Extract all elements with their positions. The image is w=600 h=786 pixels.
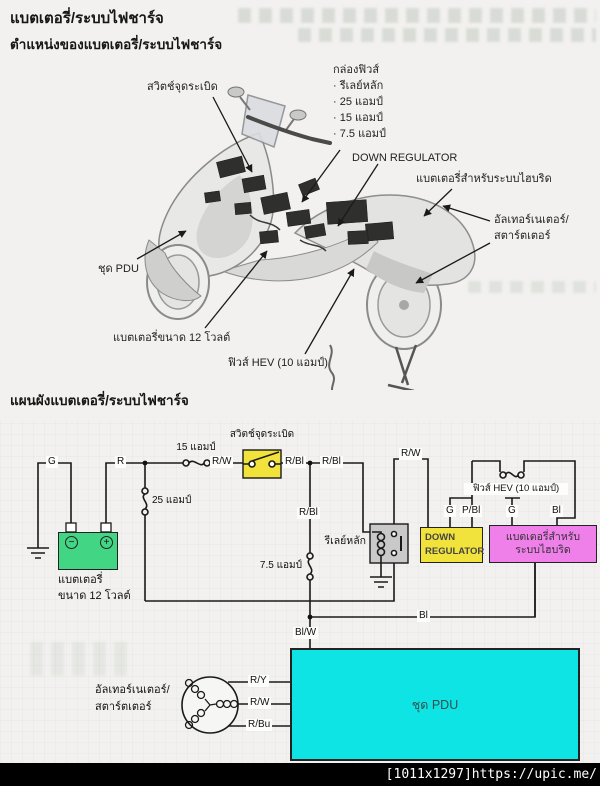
wire-label-rbu: R/Bu xyxy=(246,719,273,731)
watermark-bar: [1011x1297]https://upic.me/ xyxy=(0,763,600,786)
wire-hev-fuse-loop xyxy=(472,460,576,525)
location-section-title: ตำแหน่งของแบตเตอรี่/ระบบไฟชาร์จ xyxy=(10,37,223,52)
ground-symbol xyxy=(27,547,49,559)
battery-minus-terminal: − xyxy=(65,536,78,549)
wire-label-rw: R/W xyxy=(210,456,234,468)
fuse-25a-symbol xyxy=(142,493,148,510)
terminal-label-bl: Bl xyxy=(550,505,563,517)
battery-12v-label-2: ขนาด 12 โวลต์ xyxy=(58,590,131,602)
callout-battery-12v: แบตเตอรี่ขนาด 12 โวลต์ xyxy=(113,332,231,344)
main-relay-box xyxy=(369,523,409,564)
callout-pdu: ชุด PDU xyxy=(98,263,139,275)
battery-12v-label-1: แบตเตอรี่ xyxy=(58,574,103,586)
callout-fuse-item: · 15 แอมป์ xyxy=(333,112,383,124)
alternator-label-1: อัลเทอร์เนเตอร์/ xyxy=(95,684,170,696)
callout-hev-fuse: ฟิวส์ HEV (10 แอมป์) xyxy=(228,357,328,369)
callout-fuse-item: · รีเลย์หลัก xyxy=(333,80,384,92)
ground-symbol xyxy=(370,576,392,588)
motorcycle-illustration xyxy=(136,86,491,390)
callout-hybrid-battery: แบตเตอรี่สำหรับระบบไฮบริด xyxy=(416,173,552,185)
circuit-diagram: − + DOWN REGULATOR แบตเตอรี่สำหรับ ระบบไ… xyxy=(0,420,600,765)
wire-rw-relay xyxy=(393,458,429,527)
callout-fuse-box-title: กล่องฟิวส์ xyxy=(333,64,380,76)
hanging-cable xyxy=(328,344,335,390)
battery-terminal-stub xyxy=(100,522,112,533)
wire-label-rw-relay: R/W xyxy=(399,448,423,460)
wire-label-g: G xyxy=(46,456,58,468)
wire-bl xyxy=(309,563,536,648)
wire-label-blw: Bl/W xyxy=(293,627,319,639)
schematic-section-title: แผนผังแบตเตอรี่/ระบบไฟชาร์จ xyxy=(10,393,189,408)
main-relay-label: รีเลย์หลัก xyxy=(324,535,366,547)
wire-rbl xyxy=(281,462,372,533)
ghost-text xyxy=(30,642,130,676)
fuse-label-75a: 7.5 แอมป์ xyxy=(259,560,302,571)
wire-label-ry: R/Y xyxy=(248,675,269,687)
fuse-label-25a: 25 แอมป์ xyxy=(152,495,192,506)
junction-dots xyxy=(142,460,313,620)
battery-terminal-stub xyxy=(65,522,77,533)
down-regulator-box: DOWN REGULATOR xyxy=(420,527,484,563)
electrical-components xyxy=(204,155,395,245)
alternator-label-2: สตาร์ตเตอร์ xyxy=(95,701,152,713)
regulator-terminal-stubs xyxy=(449,461,473,527)
fuse-75a-symbol xyxy=(307,558,313,575)
fuse-label-15a: 15 แอมป์ xyxy=(176,442,216,453)
page-title: แบตเตอรี่/ระบบไฟชาร์จ xyxy=(10,10,164,27)
wire-label-r: R xyxy=(115,456,127,468)
ignition-switch-label: สวิตช์จุดระเบิด xyxy=(229,429,295,440)
callout-alternator: อัลเทอร์เนเตอร์/ สตาร์ตเตอร์ xyxy=(494,214,569,242)
callout-fuse-box: กล่องฟิวส์ · รีเลย์หลัก · 25 แอมป์ · 15 … xyxy=(333,62,386,142)
wire-label-bl: Bl xyxy=(417,610,430,622)
circuit-wires xyxy=(27,449,576,734)
ghost-text xyxy=(298,28,596,42)
wire-label-rbl-vertical: R/Bl xyxy=(297,507,320,519)
ghost-text xyxy=(468,281,596,293)
callout-fuse-item: · 7.5 แอมป์ xyxy=(333,128,386,140)
callout-down-regulator: DOWN REGULATOR xyxy=(352,152,458,164)
kickstand xyxy=(387,344,418,390)
wire-r xyxy=(105,462,145,523)
front-fender xyxy=(144,239,202,301)
fuse-15a-symbol xyxy=(188,460,205,466)
wiring-harness xyxy=(249,214,327,252)
watermark-text: [1011x1297]https://upic.me/ xyxy=(385,767,597,782)
battery-plus-terminal: + xyxy=(100,536,113,549)
terminal-label-g1: G xyxy=(444,505,456,517)
hybrid-battery-box: แบตเตอรี่สำหรับ ระบบไฮบริด xyxy=(489,525,597,563)
callout-ignition-switch: สวิตช์จุดระเบิด xyxy=(147,81,218,93)
mirrors xyxy=(227,86,307,131)
pdu-box: ชุด PDU xyxy=(290,648,580,761)
fuse-label-hev: ฟิวส์ HEV (10 แอมป์) xyxy=(464,483,568,495)
wire-feed-line xyxy=(145,555,395,602)
hybrid-battery-terminal-stubs xyxy=(505,497,520,525)
terminal-label-g2: G xyxy=(506,505,518,517)
ghost-text xyxy=(238,8,596,23)
terminal-label-pbl: P/Bl xyxy=(460,505,483,517)
handlebar xyxy=(246,115,332,145)
wire-label-rw-alt: R/W xyxy=(248,697,272,709)
callout-fuse-item: · 25 แอมป์ xyxy=(333,96,383,108)
callout-pointer-lines xyxy=(136,96,491,355)
wire-label-rbl: R/Bl xyxy=(283,456,306,468)
wire-label-rbl2: R/Bl xyxy=(320,456,343,468)
